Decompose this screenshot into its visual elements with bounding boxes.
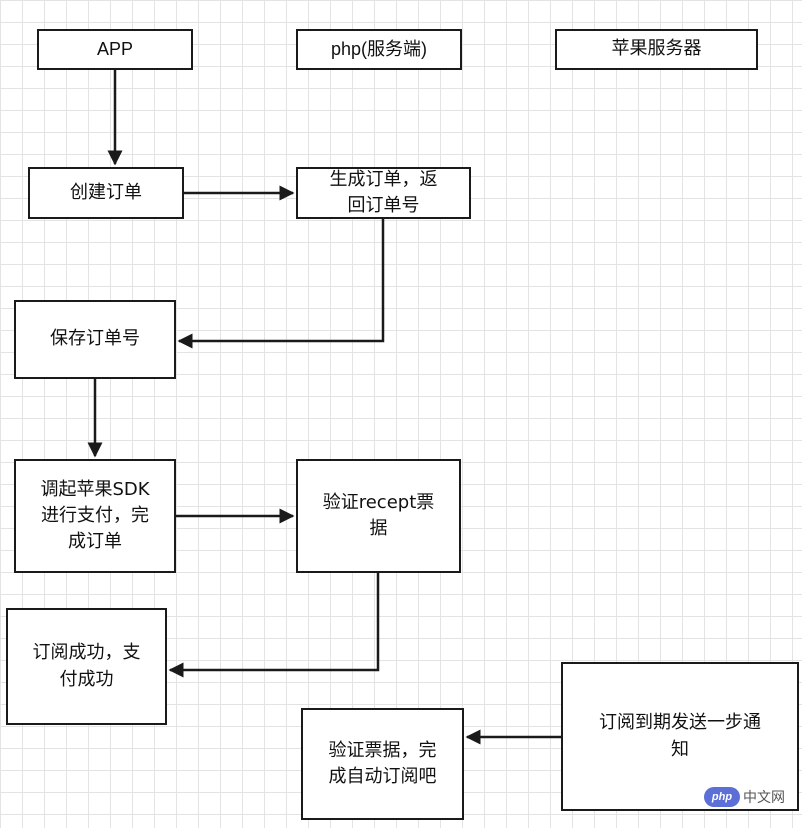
- node-invoke-apple-sdk: 调起苹果SDK 进行支付，完 成订单: [14, 459, 176, 573]
- node-generate-order-line-2: 回订单号: [347, 195, 420, 216]
- arrow-verify-to-subscribed: [168, 573, 380, 678]
- node-app: APP: [37, 29, 193, 70]
- node-invoke-apple-sdk-line-3: 成订单: [68, 531, 122, 553]
- node-auto-renew-verify-line-2: 成自动订阅吧: [328, 766, 437, 787]
- node-expiry-notification: 订阅到期发送一步通 知: [561, 662, 799, 811]
- node-verify-receipt: 验证recept票 据: [296, 459, 461, 573]
- node-subscription-success-line-2: 付成功: [59, 668, 114, 690]
- node-generate-order-line-1: 生成订单，返: [329, 168, 438, 190]
- watermark-text: 中文网: [743, 790, 785, 806]
- watermark: php 中文网: [704, 786, 785, 808]
- node-apple-server: 苹果服务器: [555, 29, 758, 70]
- node-expiry-notification-line-2: 知: [671, 738, 689, 760]
- node-expiry-notification-line-1: 订阅到期发送一步通: [599, 712, 761, 734]
- arrow-gen-to-save: [177, 219, 385, 349]
- node-save-order-number-line-1: 保存订单号: [50, 328, 140, 350]
- node-subscription-success: 订阅成功，支 付成功: [6, 608, 167, 725]
- node-create-order: 创建订单: [28, 167, 184, 219]
- node-php-server: php(服务端): [296, 29, 462, 70]
- node-auto-renew-verify-line-1: 验证票据，完: [328, 739, 437, 761]
- node-verify-receipt-line-1: 验证recept票: [322, 491, 435, 513]
- node-auto-renew-verify: 验证票据，完 成自动订阅吧: [301, 708, 464, 820]
- node-verify-receipt-line-2: 据: [369, 518, 388, 539]
- node-php-server-line-1: php(服务端): [330, 39, 428, 60]
- node-apple-server-line-1: 苹果服务器: [611, 38, 702, 60]
- node-save-order-number: 保存订单号: [14, 300, 176, 379]
- node-subscription-success-line-1: 订阅成功，支: [32, 642, 141, 664]
- node-invoke-apple-sdk-line-2: 进行支付，完: [41, 504, 149, 526]
- watermark-logo: php: [704, 787, 740, 807]
- node-generate-order: 生成订单，返 回订单号: [296, 167, 471, 219]
- node-invoke-apple-sdk-line-1: 调起苹果SDK: [40, 478, 150, 500]
- node-app-line-1: APP: [96, 39, 134, 60]
- node-create-order-line-1: 创建订单: [70, 181, 142, 203]
